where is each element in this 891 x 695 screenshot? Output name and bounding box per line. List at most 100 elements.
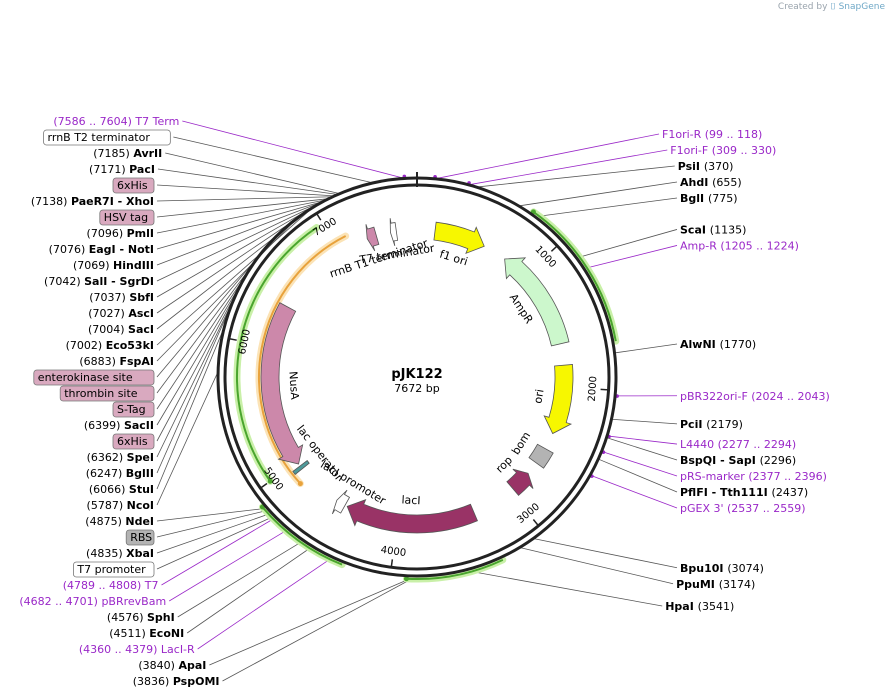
site-name: EagI - NotI (89, 243, 154, 256)
leader-line-35 (156, 276, 246, 426)
primer-label-7: Amp-R (1205 .. 1224) (680, 239, 799, 252)
site-label-47: (7096) PmlI (87, 227, 154, 240)
site-label-46: (7076) EagI - NotI (49, 243, 154, 256)
feature-t7-terminator (389, 218, 399, 246)
site-name: PflFI - Tth111I (680, 486, 772, 499)
site-position: (6362) (87, 451, 127, 464)
feature-box-37 (59, 385, 155, 402)
leader-line-39 (156, 217, 298, 362)
site-position: (3174) (719, 578, 756, 591)
feature-box-50 (112, 177, 155, 194)
site-name: AscI (128, 307, 154, 320)
feature-box-label-26: T7 promoter (76, 563, 146, 576)
leader-line-23 (177, 540, 304, 618)
feature-label-f1-ori: f1 ori (438, 248, 469, 269)
site-position: (7138) (31, 195, 71, 208)
site-label-49: (7138) PaeR7I - XhoI (31, 195, 154, 208)
leader-line-12 (606, 437, 678, 461)
site-position: (5787) (87, 499, 127, 512)
tick-mark-6 (315, 212, 322, 221)
leader-line-7 (583, 245, 678, 270)
site-position: (1770) (720, 338, 757, 351)
feature-f1-ori (433, 221, 485, 255)
site-label-3: PsiI (370) (678, 160, 734, 173)
leader-line-25 (161, 517, 277, 586)
site-name: HindIII (113, 259, 154, 272)
tick-label-6: 7000 (311, 216, 338, 239)
plasmid-center-label: pJK122 7672 bp (391, 367, 442, 395)
feature-box-label-36: S-Tag (117, 403, 146, 416)
orf-layer (233, 208, 620, 583)
site-label-41: (7004) SacI (88, 323, 154, 336)
site-position: (7004) (88, 323, 128, 336)
primer-label-0: (7586 .. 7604) T7 Term (53, 115, 179, 128)
site-name: AhdI (680, 176, 712, 189)
site-position: (6066) (89, 483, 129, 496)
tick-label-3: 4000 (380, 545, 407, 559)
leader-line-21 (197, 556, 333, 650)
orf-green-3 (261, 506, 343, 566)
site-position: (6399) (84, 419, 124, 432)
primer-label-1: F1ori-R (99 .. 118) (662, 128, 762, 141)
leader-line-3 (476, 165, 675, 188)
feature-box-label-28: RBS (130, 531, 152, 544)
site-position: (7096) (87, 227, 127, 240)
site-position: (4576) (107, 611, 147, 624)
site-label-16: Bpu10I (3074) (680, 562, 764, 575)
leader-line-51 (157, 168, 338, 195)
leader-lines (156, 120, 678, 682)
site-position: (775) (708, 192, 738, 205)
primer-label-13: pRS-marker (2377 .. 2396) (680, 470, 827, 483)
site-position: (7076) (49, 243, 89, 256)
leader-line-24 (168, 528, 289, 602)
site-label-44: (7042) SalI - SgrDI (44, 275, 154, 288)
leader-line-44 (156, 203, 319, 282)
site-name: AvrII (133, 147, 162, 160)
site-label-17: PpuMI (3174) (676, 578, 755, 591)
site-label-51: (7171) PacI (89, 163, 155, 176)
leader-line-1 (434, 133, 660, 180)
orf-green-2-arrowhead (403, 576, 409, 582)
site-position: (6883) (79, 355, 119, 368)
leader-line-22 (186, 546, 313, 634)
leader-line-53 (173, 136, 374, 184)
site-position: (3840) (138, 659, 178, 672)
feature-label-rop: rop (493, 454, 515, 476)
site-name: Bpu10I (680, 562, 727, 575)
site-position: (7185) (93, 147, 133, 160)
site-label-39: (6883) FspAI (79, 355, 154, 368)
site-name: SacII (124, 419, 154, 432)
feature-nusa (260, 302, 304, 465)
feature-box-26 (73, 561, 155, 578)
site-position: (7042) (44, 275, 84, 288)
site-label-12: BspQI - SapI (2296) (680, 454, 796, 467)
leader-line-20 (209, 575, 417, 666)
site-position: (4835) (86, 547, 126, 560)
site-position: (7002) (66, 339, 106, 352)
site-label-30: (5787) NcoI (87, 499, 154, 512)
leader-line-14 (598, 458, 678, 493)
feature-ori (543, 364, 574, 435)
leader-line-46 (156, 200, 324, 250)
site-name: SpeI (127, 451, 154, 464)
site-name: SacI (128, 323, 154, 336)
tick-label-1: 2000 (587, 376, 600, 402)
tick-mark-5 (228, 337, 237, 341)
feature-rrnb-t1 (365, 224, 380, 252)
label-layer: F1ori-R (99 .. 118)F1ori-F (309 .. 330)P… (19, 115, 829, 688)
feature-label-laci: lacI (401, 493, 421, 507)
orf-green-2 (406, 558, 504, 580)
leader-line-8 (614, 343, 678, 354)
leader-line-2 (468, 149, 668, 186)
credit-brand: SnapGene (838, 2, 885, 12)
primer-label-11: L4440 (2277 .. 2294) (680, 438, 796, 451)
site-label-35: (6399) SacII (84, 419, 154, 432)
site-name: SphI (147, 611, 175, 624)
site-label-32: (6247) BglII (86, 467, 154, 480)
leader-line-15 (589, 474, 678, 509)
tick-mark-2 (532, 519, 540, 527)
leader-line-6 (576, 229, 678, 259)
primer-label-24: (4682 .. 4701) pBRrevBam (19, 595, 166, 608)
feature-ampr (504, 257, 570, 347)
leader-line-36 (156, 265, 253, 410)
